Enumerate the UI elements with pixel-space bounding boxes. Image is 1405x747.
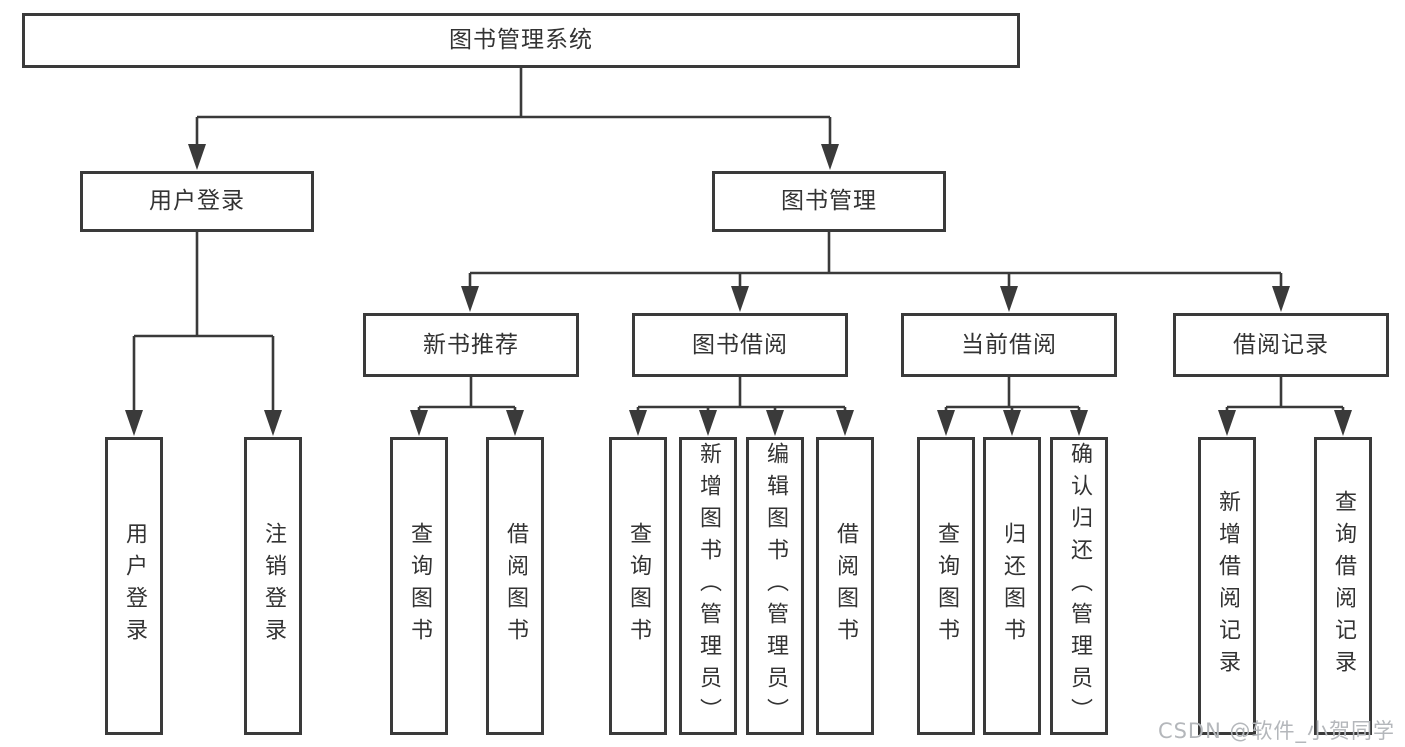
leaf-add-borrow-record: 新增借阅记录	[1198, 437, 1256, 735]
leaf-query-books-current: 查询图书	[917, 437, 975, 735]
leaf-query-books-borrow: 查询图书	[609, 437, 667, 735]
leaf-borrow-books-recommend: 借阅图书	[486, 437, 544, 735]
leaf-user-login: 用户登录	[105, 437, 163, 735]
node-root-system: 图书管理系统	[22, 13, 1020, 68]
leaf-return-books: 归还图书	[983, 437, 1041, 735]
leaf-edit-books-admin: 编辑图书（管理员）	[746, 437, 804, 735]
leaf-query-books-recommend: 查询图书	[390, 437, 448, 735]
leaf-borrow-books: 借阅图书	[816, 437, 874, 735]
leaf-confirm-return-admin: 确认归还（管理员）	[1050, 437, 1108, 735]
leaf-logout: 注销登录	[244, 437, 302, 735]
node-current-borrow: 当前借阅	[901, 313, 1117, 377]
leaf-query-borrow-record: 查询借阅记录	[1314, 437, 1372, 735]
watermark-text: CSDN @软件_小贺同学	[1157, 719, 1395, 743]
node-new-book-recommend: 新书推荐	[363, 313, 579, 377]
leaf-add-books-admin: 新增图书（管理员）	[679, 437, 737, 735]
node-user-login: 用户登录	[80, 171, 314, 232]
node-book-management: 图书管理	[712, 171, 946, 232]
node-book-borrow: 图书借阅	[632, 313, 848, 377]
node-borrow-records: 借阅记录	[1173, 313, 1389, 377]
